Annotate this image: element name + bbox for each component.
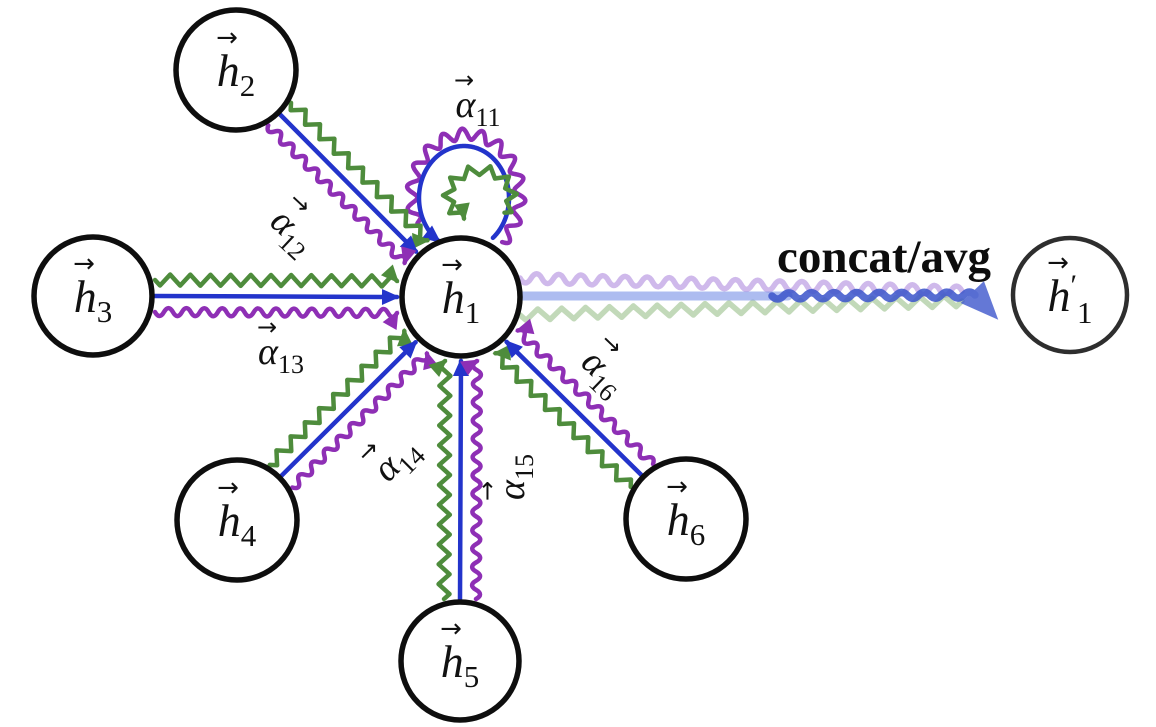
edge-h5-h1 [428,358,484,602]
edge-h6-h1-purple-wave [514,318,656,467]
self-loop-purple-wave [404,126,528,246]
edge-label-alpha-15: → α15 [473,454,539,501]
node-h2-vector-arrow: → [216,23,238,53]
output-purple-wave [517,271,965,298]
svg-text:h5: h5 [441,636,480,694]
edge-h2-h1 [265,100,431,266]
edge-h4-h1-green-zigzag [267,327,413,468]
node-h5-circle [398,599,522,723]
edge-h1-output [514,271,999,324]
edge-h6-h1-green-zigzag [492,344,634,490]
output-blue-arrow [768,281,999,320]
node-h2-circle [173,7,299,133]
node-h4-vector-arrow: → [217,473,239,503]
edge-h3-h1 [152,264,400,330]
node-h4-circle [174,457,300,583]
svg-text:h6: h6 [667,494,706,552]
edge-h4-h1 [267,327,439,491]
svg-text:h2: h2 [217,45,256,103]
node-h6-circle [623,456,749,582]
self-loop-green-zigzag [440,163,520,222]
svg-text:α13: α13 [258,331,304,379]
svg-text:α15: α15 [491,454,539,500]
svg-text:α12: α12 [258,200,324,266]
self-loop-h1 [404,126,528,246]
svg-text:α14: α14 [365,428,431,494]
edge-h5-h1-green-zigzag [428,358,453,602]
edge-h4-h1-purple-wave [290,350,439,491]
node-h1-prime-label: → h′1 [1047,248,1092,330]
node-h5-label: → h5 [440,614,479,694]
alpha-11-vector-arrow: → [454,66,474,94]
node-h1-prime-circle [1010,235,1130,355]
edge-h2-h1-green-zigzag [288,100,431,249]
alpha-13-vector-arrow: → [257,313,277,341]
edge-label-alpha-11: → α11 [454,66,501,132]
node-h4-label: → h4 [217,473,257,553]
node-h3-label: → h3 [73,249,112,329]
svg-text:h3: h3 [74,271,113,329]
edge-label-alpha-13: → α13 [257,313,304,379]
svg-text:h′1: h′1 [1047,269,1092,330]
node-h6-vector-arrow: → [666,472,688,502]
edge-label-alpha-12: → α12 [258,186,324,266]
node-h2-label: → h2 [216,23,255,103]
edge-h6-h1 [492,318,656,490]
svg-text:h1: h1 [442,272,481,330]
svg-text:α11: α11 [456,84,501,132]
edge-h3-h1-purple-wave [152,305,400,330]
concat-avg-label: concat/avg [777,231,992,283]
edge-h2-h1-purple-wave [265,123,417,266]
node-h6-label: → h6 [666,472,705,552]
edge-h5-h1-purple-wave [460,358,484,602]
self-loop-blue-arrow [416,143,512,244]
edge-label-alpha-14: → α14 [351,428,431,494]
node-h1-vector-arrow: → [441,250,463,280]
node-h1-label: → h1 [441,250,480,330]
edge-h3-h1-blue-arrow [152,288,400,305]
edge-h4-h1-blue-arrow [278,339,418,479]
edge-h5-h1-blue-arrow [452,358,469,602]
alpha-15-vector-arrow: → [473,481,501,501]
node-h5-vector-arrow: → [440,614,462,644]
node-h1-circle [399,235,523,359]
node-h1-prime-vector-arrow: → [1047,248,1069,278]
svg-text:α16: α16 [569,341,635,407]
edge-h3-h1-green-zigzag [152,264,400,289]
node-h3-vector-arrow: → [73,249,95,279]
edge-h6-h1-blue-arrow [504,339,645,478]
edge-h2-h1-blue-arrow [277,111,419,254]
svg-text:h4: h4 [218,495,257,553]
node-h3-circle [31,234,155,358]
